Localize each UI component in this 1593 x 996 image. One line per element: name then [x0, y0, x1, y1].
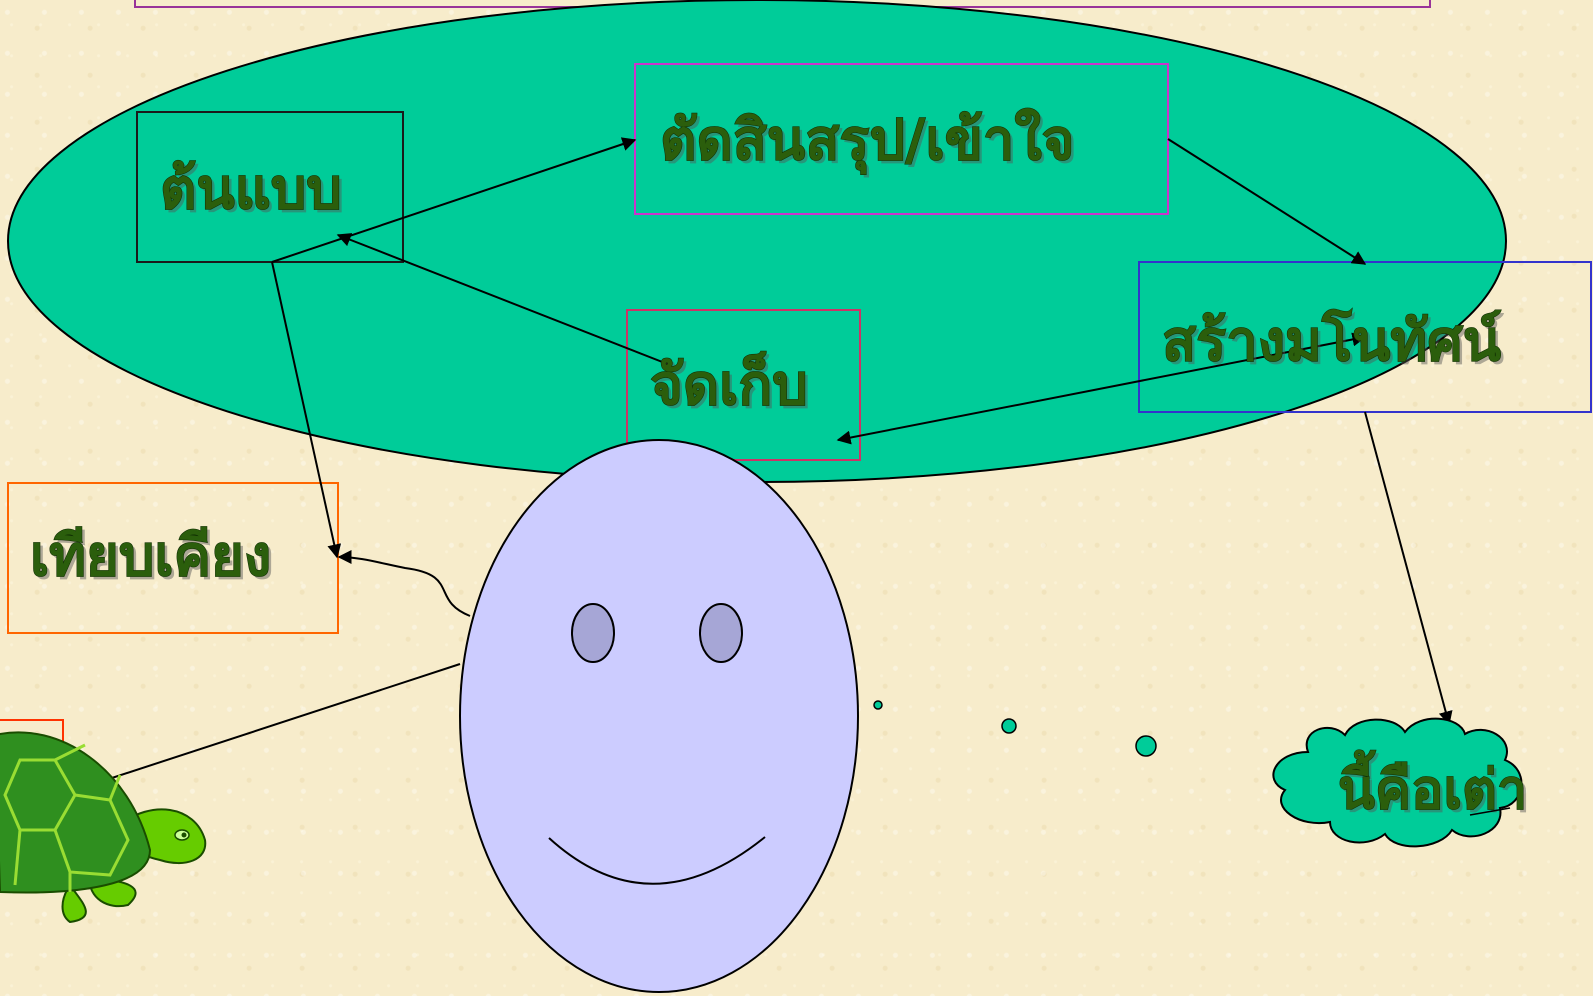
arrow-model-to-conclude: [271, 137, 637, 263]
thought-bubble-medium: [1001, 718, 1017, 734]
thought-bubble-small: [873, 700, 883, 710]
svg-text:ต้นแบบ: ต้นแบบ: [163, 159, 345, 225]
cloud-stroke: [1469, 807, 1511, 816]
turtle-icon: [0, 731, 207, 924]
smiley-face-icon: [459, 439, 859, 993]
compare-label: เทียบเคียง: [30, 523, 271, 589]
arrow-concept-to-cloud: [1364, 411, 1453, 726]
line-face-to-turtle: [59, 663, 461, 796]
compare-label-group: เทียบเคียง เทียบเคียง: [30, 523, 275, 593]
conclude-label-group: ตัดสินสรุป/เข้าใจ ตัดสินสรุป/เข้าใจ: [660, 107, 1078, 179]
svg-text:เทียบเคียง: เทียบเคียง: [33, 526, 274, 592]
right-eye-icon: [699, 603, 743, 663]
store-label: จัดเก็บ: [650, 350, 808, 418]
concept-label-group: สร้างมโนทัศน์ สร้างมโนทัศน์: [1162, 308, 1505, 378]
left-eye-icon: [571, 603, 615, 663]
conclude-label: ตัดสินสรุป/เข้าใจ: [660, 107, 1074, 175]
model-label-group: ต้นแบบ ต้นแบบ: [160, 156, 345, 226]
concept-label: สร้างมโนทัศน์: [1162, 308, 1502, 374]
turtle-leg-icon: [61, 883, 87, 924]
store-label-group: จัดเก็บ จัดเก็บ: [650, 350, 811, 422]
arrow-concept-store: [836, 332, 1367, 445]
thought-bubble-large: [1135, 735, 1157, 757]
mouth-icon: [548, 836, 766, 885]
model-box: [136, 111, 404, 263]
turtle-shell-icon: [0, 731, 152, 894]
svg-text:สร้างมโนทัศน์: สร้างมโนทัศน์: [1165, 311, 1505, 377]
thought-cloud-icon: [1272, 717, 1523, 848]
arrow-store-to-model: [336, 233, 671, 366]
arrow-face-to-compare: [337, 550, 471, 617]
model-label: ต้นแบบ: [160, 156, 342, 222]
turtle-thought-label: นี้คือเต่า: [1338, 750, 1527, 821]
svg-text:จัดเก็บ: จัดเก็บ: [653, 353, 811, 421]
turtle-thought-label-group: นี้คือเต่า นี้คือเต่า: [1338, 750, 1531, 825]
svg-text:นี้คือเต่า: นี้คือเต่า: [1341, 753, 1530, 824]
arrow-model-to-compare: [271, 261, 342, 559]
svg-text:ตัดสินสรุป/เข้าใจ: ตัดสินสรุป/เข้าใจ: [663, 110, 1077, 178]
arrow-conclude-to-concept: [1167, 138, 1367, 265]
